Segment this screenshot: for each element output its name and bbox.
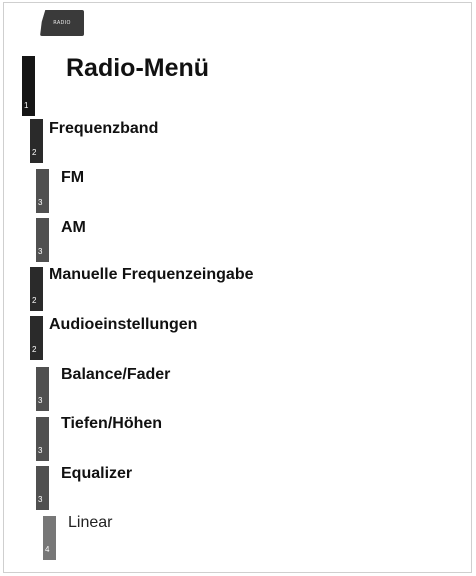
menu-item-balance-fader[interactable]: Balance/Fader [61, 366, 171, 383]
menu-item-manuelle-frequenzeingabe[interactable]: Manuelle Frequenzeingabe [49, 266, 254, 283]
level-marker: 3 [36, 417, 49, 461]
level-marker: 3 [36, 367, 49, 411]
menu-item-equalizer[interactable]: Equalizer [61, 465, 133, 482]
level-marker: 3 [36, 169, 49, 213]
level-marker: 3 [36, 466, 49, 510]
menu-item-tiefen-hoehen[interactable]: Tiefen/Höhen [61, 415, 163, 432]
level-marker: 2 [30, 119, 43, 163]
menu-frame [3, 2, 472, 573]
level-marker: 4 [43, 516, 56, 560]
menu-item-frequenzband[interactable]: Frequenzband [49, 120, 159, 137]
level-marker: 1 [22, 56, 35, 116]
radio-tab[interactable]: RADIO [40, 10, 84, 36]
menu-item-am[interactable]: AM [61, 219, 86, 236]
menu-item-linear[interactable]: Linear [68, 514, 113, 531]
level-marker: 3 [36, 218, 49, 262]
menu-title: Radio-Menü [66, 54, 210, 82]
level-marker: 2 [30, 267, 43, 311]
menu-item-audioeinstellungen[interactable]: Audioeinstellungen [49, 316, 198, 333]
level-marker: 2 [30, 316, 43, 360]
menu-item-fm[interactable]: FM [61, 169, 85, 186]
